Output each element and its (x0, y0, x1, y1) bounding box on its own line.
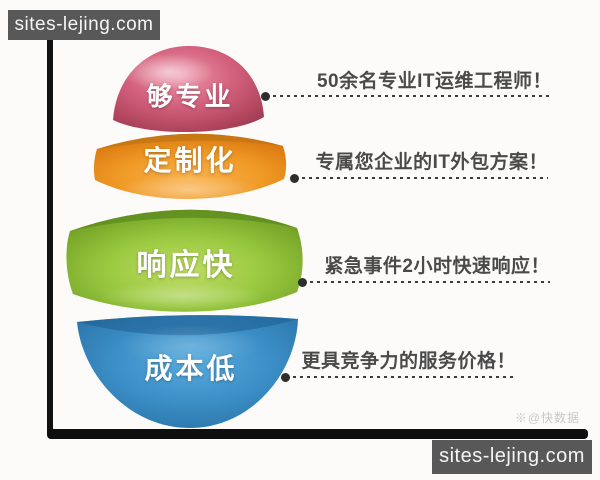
connector-line (302, 177, 548, 179)
frame-left-edge (47, 36, 53, 433)
site-label-top: sites-lejing.com (8, 10, 160, 40)
slice-label-fast-response: 响应快 (136, 249, 236, 282)
annotation-fast-response: 紧急事件2小时快速响应！ (324, 256, 550, 277)
connector-dot-icon (261, 92, 270, 101)
slice-label-low-cost: 成本低 (144, 353, 238, 384)
frame-bottom-edge (47, 429, 588, 439)
connector-line (293, 376, 516, 378)
slice-label-customized: 定制化 (143, 145, 237, 176)
slice-label-professional: 够专业 (146, 81, 234, 112)
connector-line (273, 95, 552, 97)
connector-dot-icon (298, 278, 307, 287)
connector-dot-icon (281, 373, 290, 382)
annotation-professional: 50余名专业IT运维工程师！ (316, 71, 552, 92)
brand-watermark: ※@快数据 (514, 411, 580, 425)
site-label-bottom: sites-lejing.com (432, 440, 592, 474)
connector-line (310, 281, 550, 283)
annotation-customized: 专属您企业的IT外包方案！ (315, 152, 548, 173)
connector-dot-icon (290, 174, 299, 183)
annotation-low-cost: 更具竞争力的服务价格！ (301, 351, 516, 372)
